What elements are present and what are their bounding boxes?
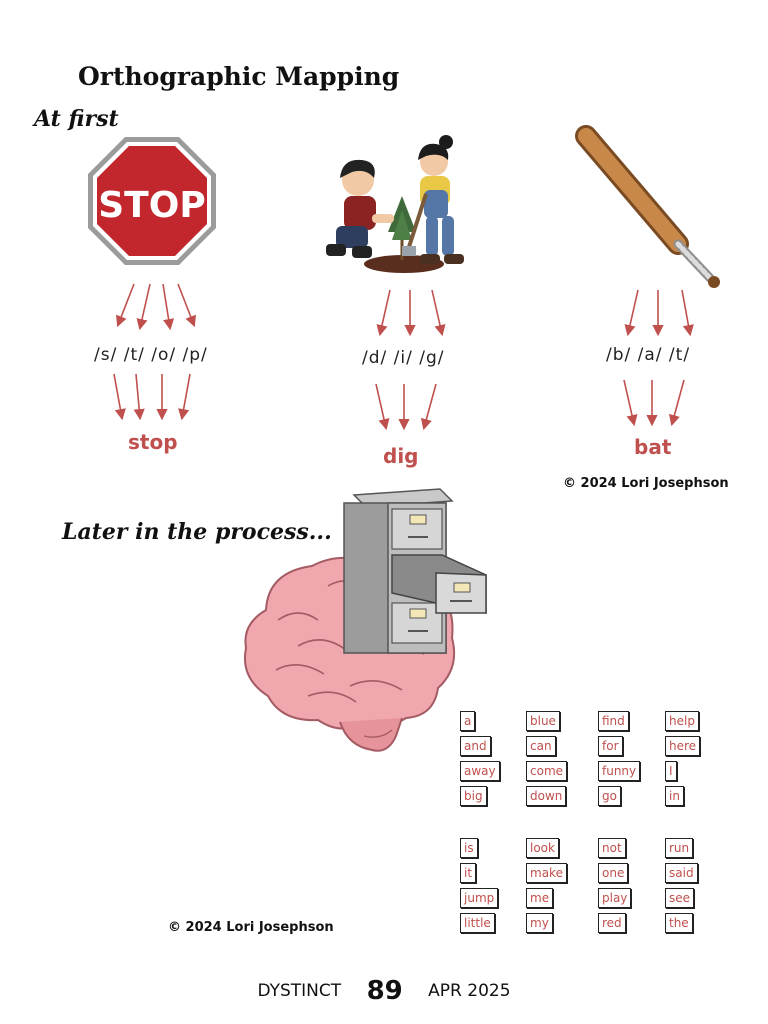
sight-word-card: my	[526, 913, 553, 933]
sight-word-card: run	[665, 838, 694, 858]
sight-word-card: for	[598, 736, 623, 756]
baseball-bat-icon	[575, 125, 720, 288]
sight-word-card: it	[460, 863, 477, 883]
sight-word-card: funny	[598, 761, 641, 781]
sight-word-card: come	[526, 761, 568, 781]
sight-word-card: away	[460, 761, 500, 781]
phonemes-dig: /d/ /i/ /g/	[362, 348, 445, 368]
word-bat: bat	[634, 435, 672, 459]
sight-word-card: play	[598, 888, 632, 908]
page-number: 89	[366, 976, 403, 1006]
page-footer: DYSTINCT 89 APR 2025	[0, 976, 768, 1006]
sight-word-card: little	[460, 913, 495, 933]
phonemes-stop: /s/ /t/ /o/ /p/	[94, 345, 208, 365]
copyright-bottom: © 2024 Lori Josephson	[168, 920, 334, 935]
footer-date: APR 2025	[428, 981, 511, 1001]
section-heading-later: Later in the process...	[62, 519, 332, 545]
sight-word-card: look	[526, 838, 559, 858]
sight-word-card: the	[665, 913, 693, 933]
sight-word-card: not	[598, 838, 626, 858]
sight-word-card: can	[526, 736, 556, 756]
sight-word-card: down	[526, 786, 567, 806]
phonemes-bat: /b/ /a/ /t/	[606, 345, 691, 365]
sight-word-card: in	[665, 786, 684, 806]
word-dig: dig	[383, 444, 419, 468]
page-title: Orthographic Mapping	[78, 62, 400, 91]
sight-word-card: one	[598, 863, 629, 883]
sight-word-card: is	[460, 838, 478, 858]
sight-word-card: I	[665, 761, 677, 781]
sight-word-card: see	[665, 888, 695, 908]
copyright-top: © 2024 Lori Josephson	[563, 476, 729, 491]
sight-word-card: make	[526, 863, 567, 883]
stop-sign-icon: STOP	[88, 137, 216, 265]
sight-word-card: red	[598, 913, 626, 933]
sight-word-card: find	[598, 711, 629, 731]
kids-digging-icon	[326, 135, 464, 273]
word-stop: stop	[128, 430, 178, 454]
sight-word-card: jump	[460, 888, 499, 908]
section-heading-at-first: At first	[34, 106, 119, 132]
sight-word-card: help	[665, 711, 699, 731]
sight-word-card: go	[598, 786, 621, 806]
footer-publication: DYSTINCT	[257, 981, 342, 1001]
sight-word-card: big	[460, 786, 487, 806]
filing-cabinet-icon	[343, 488, 487, 654]
sight-word-card: and	[460, 736, 491, 756]
stop-sign-text: STOP	[98, 185, 205, 226]
sight-word-card: me	[526, 888, 554, 908]
sight-word-card: said	[665, 863, 698, 883]
sight-word-card: a	[460, 711, 476, 731]
sight-word-card: blue	[526, 711, 560, 731]
sight-word-card: here	[665, 736, 701, 756]
